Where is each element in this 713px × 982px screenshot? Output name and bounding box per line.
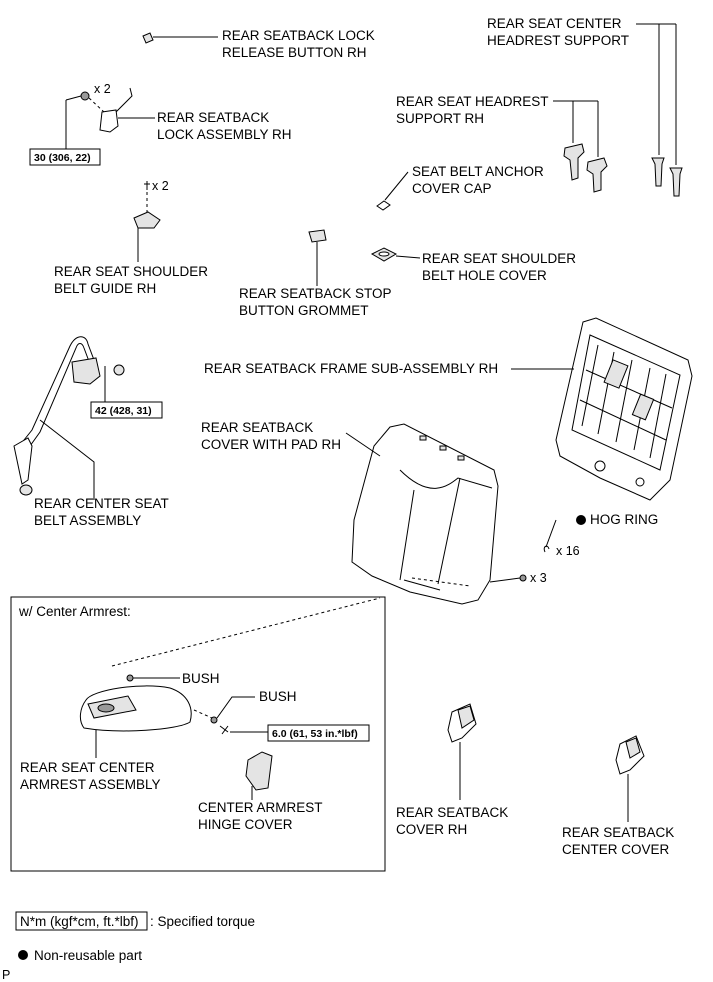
clip-part xyxy=(489,574,527,583)
hog-ring-part xyxy=(543,515,586,553)
label-lock-assembly: REAR SEATBACK LOCK ASSEMBLY RH xyxy=(157,110,292,142)
label-armrest-hinge-cover: CENTER ARMREST HINGE COVER xyxy=(198,800,326,832)
non-reusable-marker-icon xyxy=(576,515,586,525)
armrest-bolt-part xyxy=(219,725,268,735)
torque-box-belt xyxy=(90,401,163,419)
anchor-cover-cap-part xyxy=(376,171,409,211)
label-stop-button-grommet: REAR SEATBACK STOP BUTTON GROMMET xyxy=(239,286,395,318)
qty-hog-rings: x 16 xyxy=(556,544,580,558)
qty-lock-bolts: x 2 xyxy=(94,82,111,96)
seatback-frame-part xyxy=(511,317,693,501)
shoulder-belt-guide-part xyxy=(133,181,161,262)
seatback-cover-part xyxy=(447,703,477,800)
inset-leader-line xyxy=(111,597,381,667)
label-bush-1: BUSH xyxy=(182,671,220,686)
label-seatback-cover: REAR SEATBACK COVER RH xyxy=(396,805,512,837)
label-lock-release-button: REAR SEATBACK LOCK RELEASE BUTTON RH xyxy=(222,28,379,60)
legend-torque-box xyxy=(15,911,148,931)
headrest-support-part xyxy=(553,100,608,193)
legend-torque-text: : Specified torque xyxy=(150,914,255,929)
lock-assembly-part xyxy=(65,87,155,149)
armrest-inset-title: w/ Center Armrest: xyxy=(18,604,131,619)
label-hog-ring: HOG RING xyxy=(590,512,658,527)
qty-guide-bolt: x 2 xyxy=(152,179,169,193)
legend-non-reusable-text: Non-reusable part xyxy=(34,948,142,963)
torque-armrest: 6.0 (61, 53 in.*lbf) xyxy=(272,728,358,740)
seatback-cover-pad-part xyxy=(345,423,499,605)
qty-clips: x 3 xyxy=(530,571,547,585)
label-anchor-cover-cap: SEAT BELT ANCHOR COVER CAP xyxy=(412,164,548,196)
label-shoulder-belt-hole-cover: REAR SEAT SHOULDER BELT HOLE COVER xyxy=(422,251,580,283)
center-headrest-support-part xyxy=(636,23,683,197)
bush-2-part xyxy=(193,696,255,724)
torque-lock-assembly: 30 (306, 22) xyxy=(34,152,91,164)
lock-release-button-part xyxy=(142,32,218,44)
legend-torque-units: N*m (kgf*cm, ft.*lbf) xyxy=(20,914,139,929)
torque-box-lock xyxy=(29,148,101,166)
torque-seat-belt: 42 (428, 31) xyxy=(95,405,152,417)
seatback-center-cover-part xyxy=(615,735,645,822)
stop-button-grommet-part xyxy=(308,229,327,286)
legend-non-reusable-icon xyxy=(18,950,28,960)
armrest-assembly-part xyxy=(79,685,192,758)
label-center-seat-belt: REAR CENTER SEAT BELT ASSEMBLY xyxy=(34,496,172,528)
torque-box-armrest xyxy=(267,724,370,742)
label-bush-2: BUSH xyxy=(259,689,297,704)
label-shoulder-belt-guide: REAR SEAT SHOULDER BELT GUIDE RH xyxy=(54,264,212,296)
label-cover-with-pad: REAR SEATBACK COVER WITH PAD RH xyxy=(201,420,341,452)
label-frame-sub-assembly: REAR SEATBACK FRAME SUB-ASSEMBLY RH xyxy=(204,361,498,376)
label-center-armrest-assembly: REAR SEAT CENTER ARMREST ASSEMBLY xyxy=(20,760,161,792)
label-seatback-center-cover: REAR SEATBACK CENTER COVER xyxy=(562,825,678,857)
center-seat-belt-part xyxy=(13,336,125,500)
label-headrest-support: REAR SEAT HEADREST SUPPORT RH xyxy=(396,94,552,126)
shoulder-belt-hole-cover-part xyxy=(370,247,421,262)
label-center-headrest-support: REAR SEAT CENTER HEADREST SUPPORT xyxy=(487,16,629,48)
corner-mark: P xyxy=(2,968,10,982)
armrest-inset-frame xyxy=(10,596,386,872)
bush-1-part xyxy=(126,674,180,682)
hinge-cover-part xyxy=(245,751,273,800)
